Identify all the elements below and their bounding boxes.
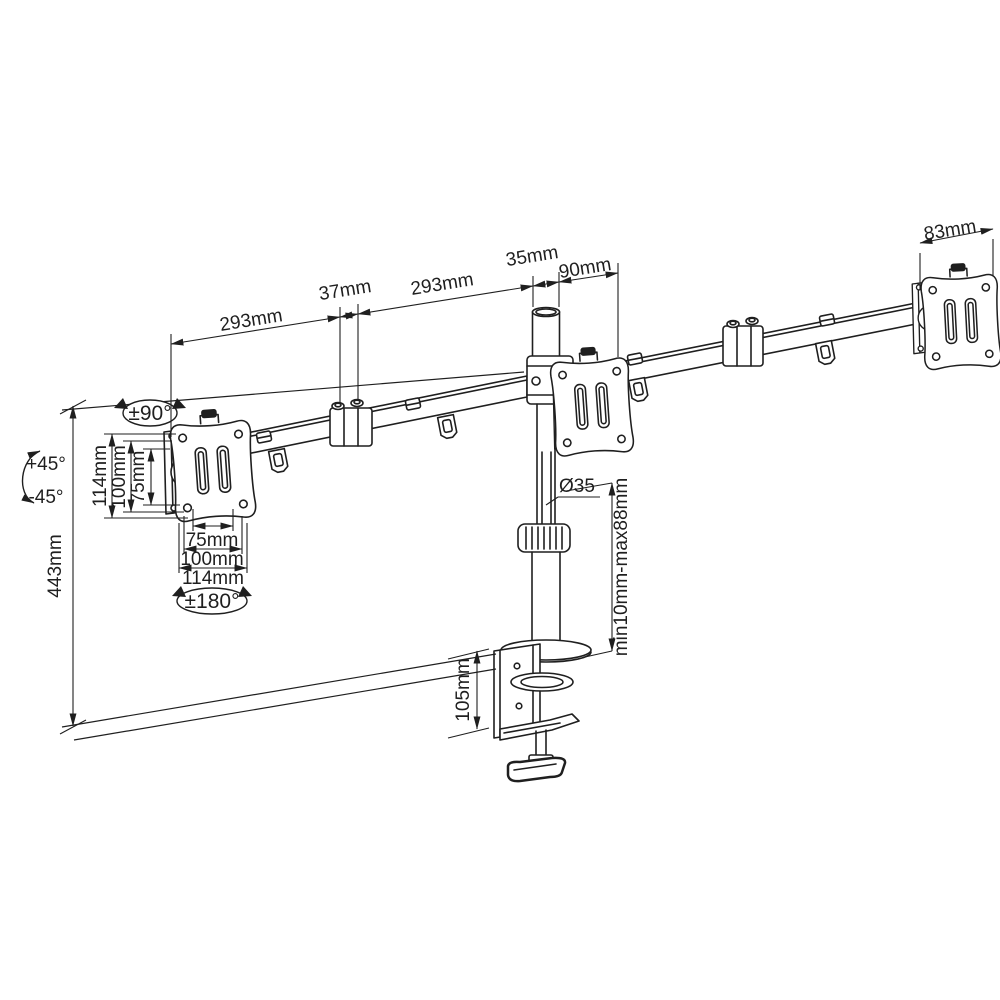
swivel-badge: [114, 398, 186, 427]
clamp-knob: [506, 756, 567, 783]
cable-clip-icon: [818, 312, 836, 328]
dim-pole-height: 443mm: [45, 534, 66, 597]
cable-clip-icon: [626, 351, 644, 367]
desk-edge-line: [73, 668, 497, 741]
dim-plate-height-114: 114mm: [90, 445, 111, 507]
cable-clip-icon: [436, 413, 459, 441]
cable-clip-icon: [267, 447, 290, 475]
dim-pole-top-width: 35mm: [504, 242, 559, 271]
rotate-arrow-icon: [238, 586, 252, 597]
label-tilt-up: +45°: [26, 454, 66, 475]
rotate-arrow-icon: [114, 398, 128, 409]
label-pole-diameter: Ø35: [559, 476, 595, 497]
tilt-arc-icon: [21, 450, 41, 504]
dim-clamp-opening: 105mm: [453, 658, 474, 721]
left-arm-joint: [329, 398, 373, 447]
badge-rotation-range: ±180°: [185, 590, 240, 613]
dim-desk-thickness-range: min10mm-max88mm: [611, 478, 632, 656]
dim-plate-holes-v-100: 100mm: [109, 445, 130, 508]
cable-clip-icon: [404, 396, 422, 412]
desk-clamp: [493, 643, 580, 783]
dim-right-plate-width: 83mm: [922, 216, 977, 245]
rotation-badge: [172, 586, 252, 615]
vesa-plate-icon: [167, 406, 258, 523]
dim-plate-width-114: 114mm: [182, 568, 244, 589]
desk-surface-line: [61, 653, 497, 728]
dim-joint-width: 37mm: [317, 276, 372, 305]
right-arm-joint: [722, 316, 764, 367]
motion-badges: [21, 398, 252, 615]
dim-plate-slots-v-75: 75mm: [128, 451, 149, 504]
dim-plate-slots-h-75: 75mm: [186, 530, 239, 551]
rotate-arrow-icon: [172, 398, 186, 409]
dim-pole-offset: 90mm: [557, 254, 612, 283]
dim-arm-right-segment: 293mm: [409, 269, 475, 300]
dim-plate-holes-h-100: 100mm: [180, 549, 243, 570]
vesa-plate-icon: [548, 344, 635, 458]
rotate-arrow-icon: [172, 586, 186, 597]
height-lock-knob: [517, 523, 571, 553]
label-tilt-down: -45°: [28, 487, 63, 508]
cable-clip-icon: [627, 376, 650, 404]
right-monitor-plate: [911, 261, 1000, 371]
cable-clip-icon: [255, 429, 273, 445]
vesa-plate-icon: [919, 261, 1000, 371]
cable-clip-icon: [814, 339, 837, 367]
center-monitor-plate: [548, 344, 635, 458]
dimension-lines: [59, 227, 994, 739]
badge-swivel-range: ±90°: [128, 402, 171, 425]
